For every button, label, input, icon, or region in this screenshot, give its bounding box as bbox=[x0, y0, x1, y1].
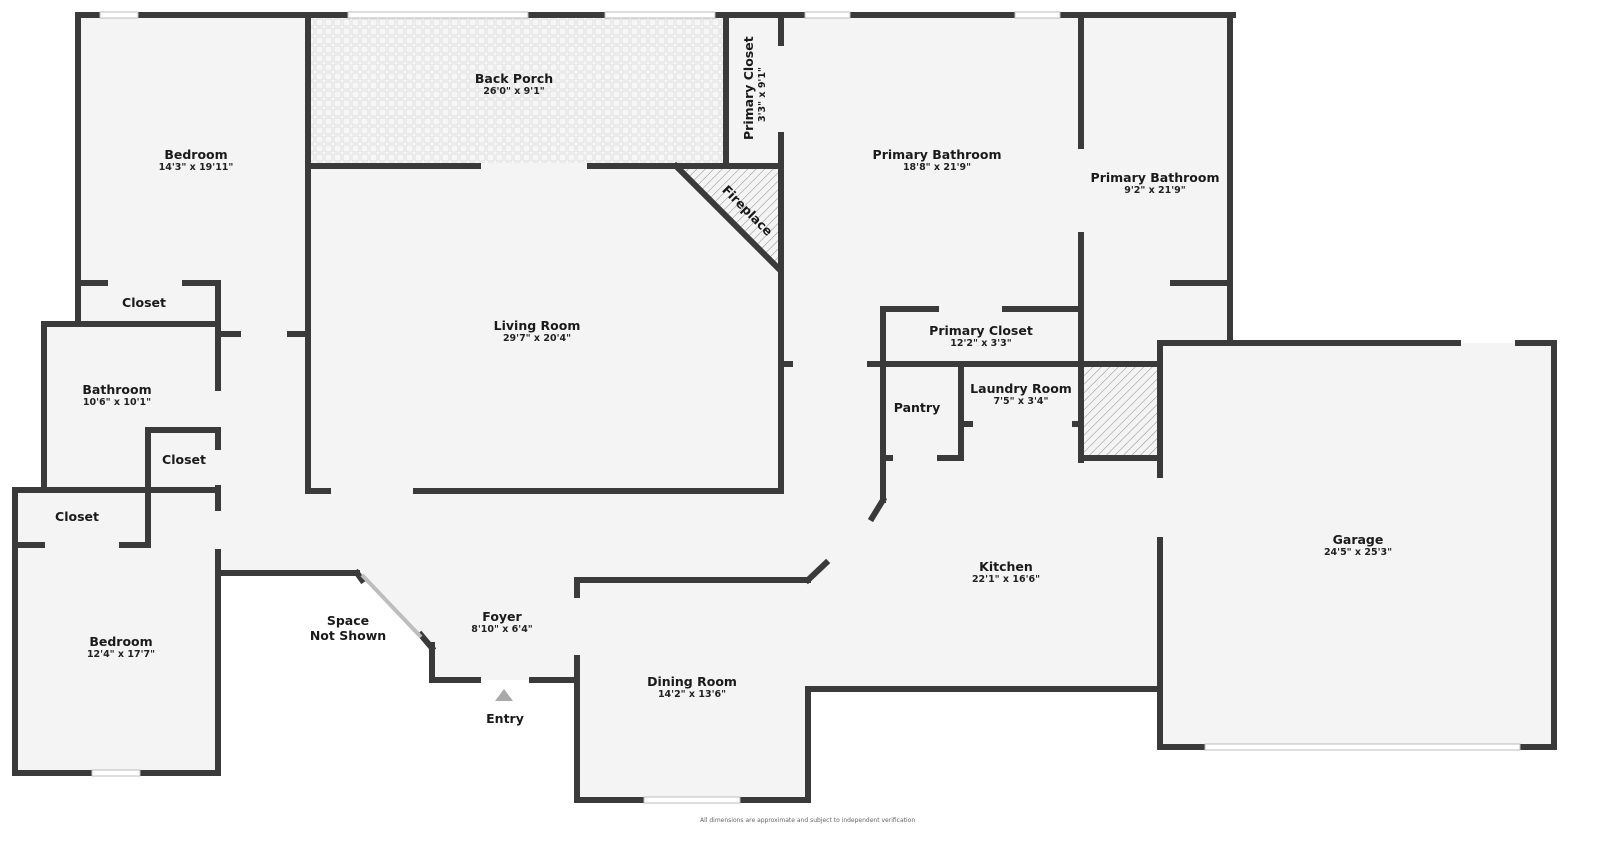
room-label-back-porch: Back Porch 26'0" x 9'1" bbox=[474, 71, 554, 97]
room-label-primary-bathroom-2: Primary Bathroom 9'2" x 21'9" bbox=[1090, 170, 1220, 196]
triangle-up-icon bbox=[495, 689, 513, 701]
room-label-closet-w: Closet bbox=[162, 452, 206, 467]
room-label-closet-sw: Closet bbox=[55, 509, 99, 524]
entry-label: Entry bbox=[486, 711, 524, 726]
room-label-bathroom: Bathroom 10'6" x 10'1" bbox=[82, 382, 152, 408]
window bbox=[804, 11, 851, 19]
room-label-primary-bathroom-1: Primary Bathroom 18'8" x 21'9" bbox=[872, 147, 1002, 173]
floor-fills bbox=[15, 15, 1557, 800]
window bbox=[99, 11, 139, 19]
room-label-laundry-room: Laundry Room 7'5" x 3'4" bbox=[970, 381, 1072, 407]
room-label-foyer: Foyer 8'10" x 6'4" bbox=[471, 609, 533, 635]
window bbox=[643, 796, 741, 804]
room-label-kitchen: Kitchen 22'1" x 16'6" bbox=[971, 559, 1041, 585]
garage-door bbox=[1204, 743, 1521, 751]
angled-window bbox=[360, 573, 423, 639]
room-label-living-room: Living Room 29'7" x 20'4" bbox=[493, 318, 581, 344]
back-porch-floor bbox=[311, 18, 724, 163]
window bbox=[91, 769, 141, 777]
disclaimer: All dimensions are approximate and subje… bbox=[700, 817, 916, 824]
room-label-bedroom-sw: Bedroom 12'4" x 17'7" bbox=[86, 634, 156, 660]
mechanical-hatch bbox=[1083, 366, 1159, 457]
room-label-primary-closet: Primary Closet 12'2" x 3'3" bbox=[929, 323, 1033, 349]
room-label-bedroom-nw: Bedroom 14'3" x 19'11" bbox=[158, 147, 234, 173]
room-label-space-not-shown: Space Not Shown bbox=[309, 613, 387, 643]
windows bbox=[91, 11, 1521, 804]
room-label-pantry: Pantry bbox=[893, 400, 941, 415]
window bbox=[604, 11, 716, 19]
room-label-garage: Garage 24'5" x 25'3" bbox=[1323, 532, 1393, 558]
window bbox=[1014, 11, 1061, 19]
room-label-closet-nw: Closet bbox=[122, 295, 166, 310]
room-label-primary-closet-vertical: Primary Closet 3'3" x 9'1" bbox=[741, 36, 768, 140]
room-label-dining-room: Dining Room 14'2" x 13'6" bbox=[647, 674, 737, 700]
window bbox=[347, 11, 529, 19]
